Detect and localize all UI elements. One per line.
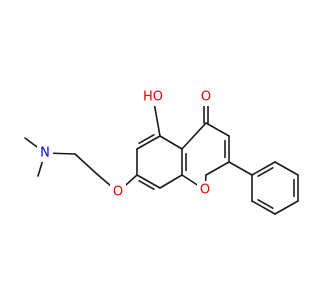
atom-o-carbonyl: O <box>198 88 214 106</box>
bond-D-E <box>205 161 230 176</box>
bond-B-C <box>205 122 230 137</box>
bond-M-G <box>159 174 183 189</box>
atom-o-ring-label: O <box>200 183 210 198</box>
bond-I-K <box>136 135 161 150</box>
atom-o-ring: O <box>197 181 213 199</box>
bond-D-U <box>228 161 253 176</box>
bond-double-L-M <box>138 180 155 190</box>
bond-U-V <box>251 161 276 176</box>
atom-o-hydroxyl: HO <box>141 88 166 106</box>
bond-double-I-K <box>138 134 155 144</box>
atom-n-amine: N <box>37 144 53 162</box>
atom-o-ether-label: O <box>113 185 123 200</box>
bond-H-I <box>159 135 183 150</box>
atom-o-hydroxyl-label: HO <box>143 90 163 105</box>
atom-labels-layer: O HO O O N <box>37 88 214 201</box>
bonds-layer <box>24 96 299 215</box>
bond-X-Y <box>274 200 299 215</box>
bond-double-Y-Z <box>257 199 274 209</box>
bond-Y-Z <box>251 200 276 215</box>
atom-o-carbonyl-label: O <box>201 90 211 105</box>
bond-L-M <box>136 174 161 189</box>
bond-V-W <box>274 161 299 176</box>
atom-o-ether: O <box>110 183 126 201</box>
bond-H-B <box>181 122 207 150</box>
structure-diagram: O HO O O N <box>24 88 299 215</box>
bond-O-Q <box>74 153 99 176</box>
bond-double-U-V <box>257 167 274 177</box>
atom-n-amine-label: N <box>40 146 50 161</box>
